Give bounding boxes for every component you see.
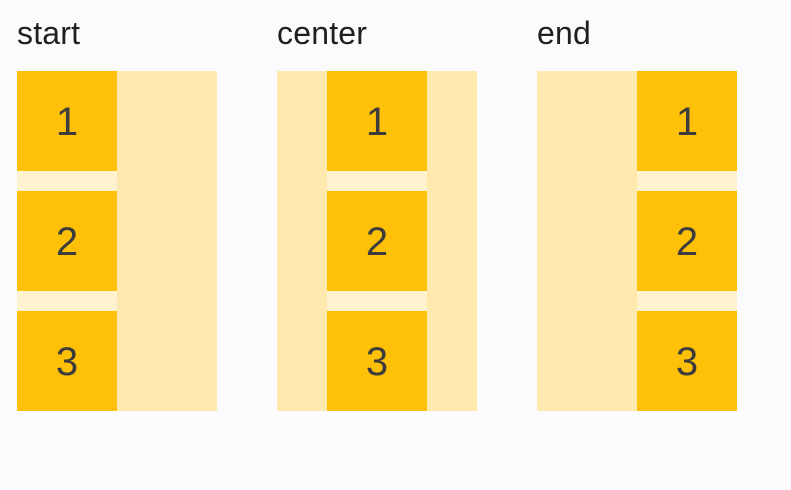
demo-label-start: start	[17, 15, 81, 51]
flex-item: 3	[17, 311, 117, 411]
alignment-demo-center: center 1 2 3	[277, 12, 477, 411]
alignment-demo-end: end 1 2 3	[537, 12, 737, 411]
flex-item: 2	[17, 191, 117, 291]
items-track: 1 2 3	[327, 71, 427, 411]
flex-item: 3	[637, 311, 737, 411]
items-track: 1 2 3	[637, 71, 737, 411]
items-track: 1 2 3	[17, 71, 117, 411]
flex-item: 2	[327, 191, 427, 291]
alignment-demos-row: start 1 2 3 center 1 2 3 end 1 2 3	[17, 12, 737, 411]
flex-container-end: 1 2 3	[537, 71, 737, 411]
flex-container-start: 1 2 3	[17, 71, 217, 411]
demo-label-center: center	[277, 15, 368, 51]
demo-label-end: end	[537, 15, 591, 51]
flex-item: 1	[17, 71, 117, 171]
flex-container-center: 1 2 3	[277, 71, 477, 411]
flex-item: 1	[327, 71, 427, 171]
flex-item: 2	[637, 191, 737, 291]
flex-item: 1	[637, 71, 737, 171]
alignment-demo-start: start 1 2 3	[17, 12, 217, 411]
flex-item: 3	[327, 311, 427, 411]
